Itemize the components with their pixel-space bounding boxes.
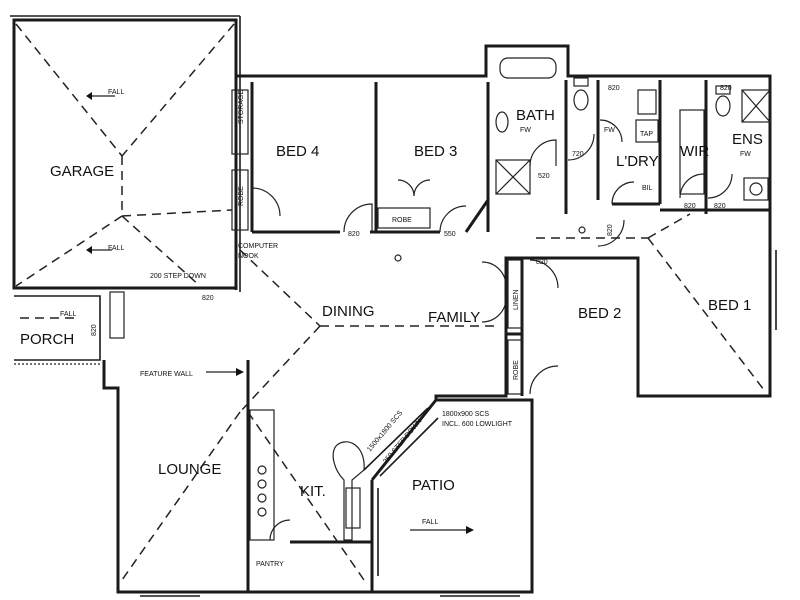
family-label: FAMILY [428,309,480,326]
fw-label: FW [520,127,531,134]
arrow-icon [236,368,244,376]
door-size-label: 720 [572,151,584,158]
robe-label: ROBE [513,360,520,380]
door-size-label: 820 [714,203,726,210]
patio-note-label: INCL. 600 LOWLIGHT [442,421,513,428]
patio-label: PATIO [412,477,455,494]
step-down-label: 200 STEP DOWN [150,273,206,280]
fixtures [140,57,777,597]
bed4-label: BED 4 [276,143,319,160]
robe-label: ROBE [392,217,412,224]
door-size-label: 550 [444,231,456,238]
doors [251,119,733,541]
robe-label: ROBE [238,186,245,206]
door-size-label: 820 [720,85,732,92]
fw-label: FW [604,127,615,134]
marker-icon [394,254,402,262]
door-size-label: 520 [538,173,550,180]
fall-label: FALL [108,245,124,252]
pantry-label: PANTRY [256,561,284,568]
door-size-label: 820 [348,231,360,238]
ens-label: ENS [732,131,763,148]
fall-label: FALL [422,519,438,526]
fall-arrow-icon [86,92,92,100]
lounge-label: LOUNGE [158,461,221,478]
door-size-label: 820 [684,203,696,210]
computer-nook-label: NOOK [238,253,259,260]
wir-label: WIR [680,143,709,160]
fall-arrow-icon [86,246,92,254]
door-size-label: 820 [91,324,98,336]
room-labels: BED 4 BED 3 BATH L'DRY WIR ENS BED 2 BED… [158,107,763,500]
garage-area: GARAGE FALL FALL 200 STEP DOWN 820 [10,15,241,302]
feature-wall-label: FEATURE WALL [140,371,193,378]
bil-label: BIL [642,185,653,192]
door-size-label: 820 [608,85,620,92]
porch-area: PORCH FALL [14,291,125,365]
tap-label: TAP [640,131,653,138]
kitchen-label: KIT. [300,483,326,500]
bed3-label: BED 3 [414,143,457,160]
linen-label: LINEN [513,289,520,310]
door-size-label: 820 [202,295,214,302]
door-size-label: 820 [536,259,548,266]
marker-icon [578,226,586,234]
bed2-label: BED 2 [578,305,621,322]
fall-arrow-icon [466,526,474,534]
dining-label: DINING [322,303,375,320]
fw-label: FW [740,151,751,158]
storage-label: STORAGE [238,90,245,124]
computer-nook-label: COMPUTER [238,243,278,250]
fall-label: FALL [60,311,76,318]
ceiling-lines [121,213,765,581]
porch-label: PORCH [20,331,74,348]
bath-label: BATH [516,107,555,124]
fall-label: FALL [108,89,124,96]
bed1-label: BED 1 [708,297,751,314]
garage-label: GARAGE [50,163,114,180]
laundry-label: L'DRY [616,153,659,170]
door-size-label: 820 [607,224,614,236]
patio-note-label: 1800x900 SCS [442,411,489,418]
